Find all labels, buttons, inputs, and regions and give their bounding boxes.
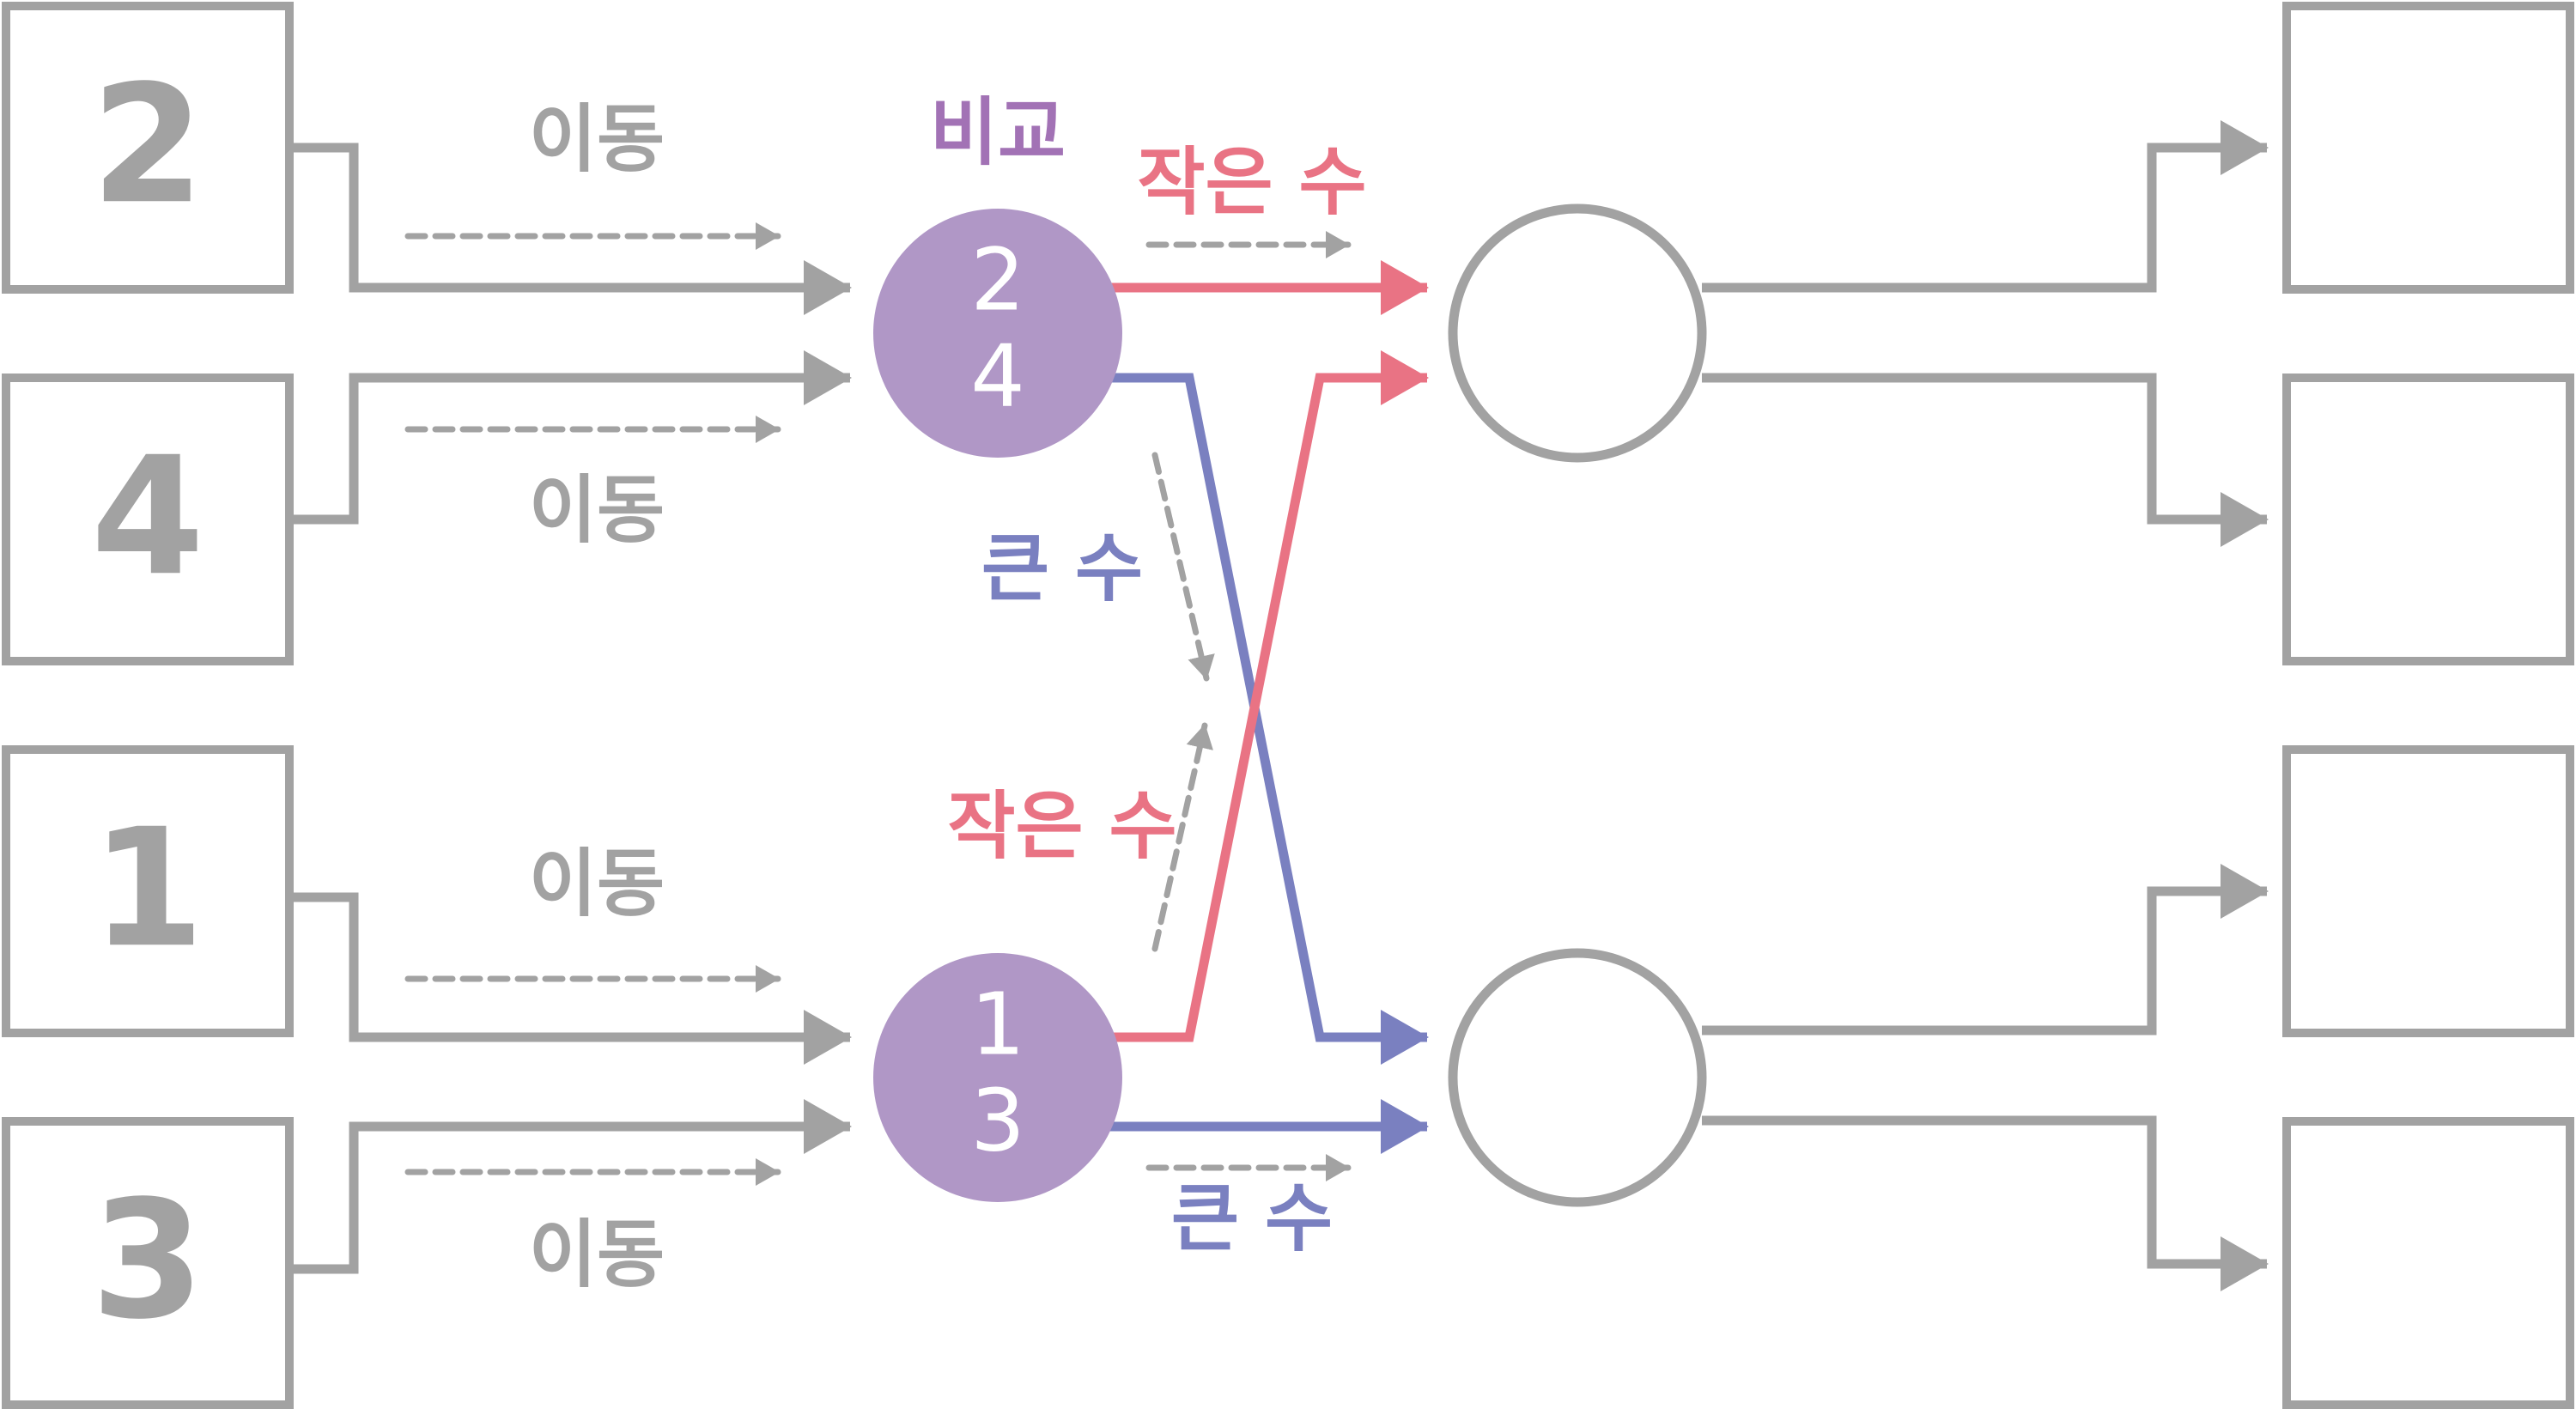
small-move-arrow-diagonal	[1151, 722, 1213, 952]
input-wire-2	[289, 350, 852, 525]
output-box-2	[2282, 374, 2574, 665]
large-move-arrow-diagonal	[1151, 452, 1215, 682]
comparator-1: 2 4	[873, 209, 1122, 458]
output-wire-1	[1702, 120, 2269, 293]
small-number-label-top: 작은 수	[1137, 139, 1366, 225]
move-label-4: 이동	[529, 1212, 665, 1297]
output-box-4	[2282, 1117, 2574, 1409]
output-wire-2	[1702, 373, 2269, 547]
output-box-3	[2282, 745, 2574, 1037]
compare-label: 비교	[930, 89, 1066, 175]
input-wire-3	[289, 892, 852, 1065]
input-box-1: 2	[2, 2, 294, 294]
output-wire-3	[1702, 864, 2269, 1035]
move-label-3: 이동	[529, 841, 665, 926]
large-number-label-middle: 큰 수	[981, 525, 1143, 611]
comparator-2-bottom-value: 3	[970, 1070, 1025, 1170]
input-wire-1	[289, 143, 852, 315]
small-number-label-middle: 작은 수	[947, 783, 1176, 869]
comparator-1-top-value: 2	[970, 229, 1025, 330]
input-value-4: 3	[91, 1165, 204, 1355]
move-label-1: 이동	[529, 96, 665, 182]
comparator-2-top-value: 1	[970, 974, 1025, 1074]
output-node-2	[1448, 948, 1707, 1207]
input-box-3: 1	[2, 745, 294, 1037]
large-number-label-bottom: 큰 수	[1171, 1175, 1333, 1261]
comparator-2: 1 3	[873, 953, 1122, 1202]
input-wire-4	[289, 1099, 852, 1274]
small-wire-bottom	[1108, 350, 1429, 1042]
input-value-1: 2	[91, 50, 204, 240]
input-value-3: 1	[91, 793, 204, 983]
input-value-2: 4	[91, 422, 204, 611]
input-box-4: 3	[2, 1117, 294, 1409]
move-label-2: 이동	[529, 467, 665, 553]
output-node-1	[1448, 203, 1707, 463]
output-wire-4	[1702, 1115, 2269, 1291]
input-box-2: 4	[2, 374, 294, 665]
output-box-1	[2282, 2, 2574, 294]
comparator-1-bottom-value: 4	[970, 325, 1025, 426]
